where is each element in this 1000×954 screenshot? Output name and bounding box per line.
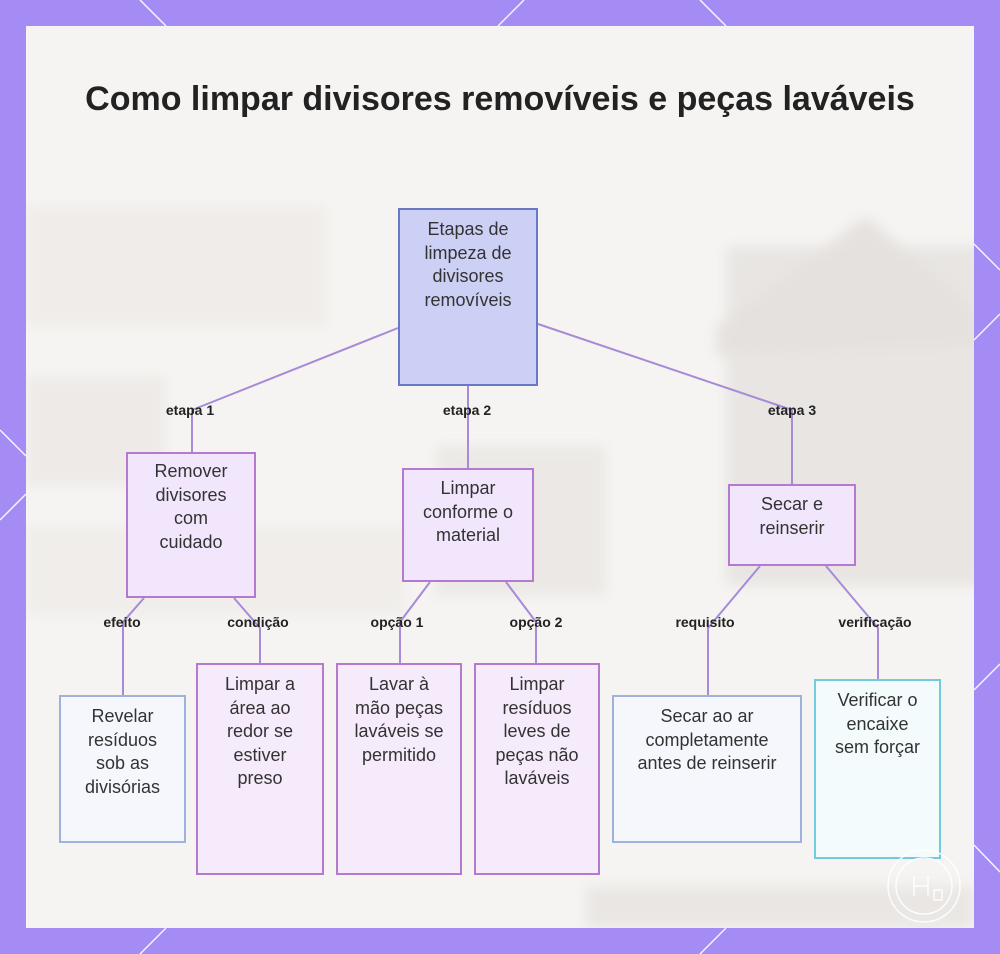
- root-node-label: Etapas de limpeza de divisores removívei…: [424, 219, 512, 310]
- watermark-seal: [887, 849, 961, 923]
- leaf-node-wipe: Limpar resíduos leves de peças não laváv…: [474, 663, 600, 875]
- step-node-clean: Limpar conforme o material: [402, 468, 534, 582]
- edge-label-leaf5: requisito: [675, 614, 735, 630]
- edge-step1-leaf1: [122, 597, 145, 695]
- edge-label-leaf1: efeito: [103, 614, 141, 630]
- root-node: Etapas de limpeza de divisores removívei…: [398, 208, 538, 386]
- edge-label-leaf2: condição: [227, 614, 289, 630]
- edge-label-leaf4: opção 2: [509, 614, 563, 630]
- leaf-node-label: Lavar à mão peças laváveis se permitido: [354, 674, 444, 765]
- step-node-remove: Remover divisores com cuidado: [126, 452, 256, 598]
- edge-label-step1: etapa 1: [165, 402, 215, 418]
- edge-root-step1: [191, 327, 399, 452]
- edge-step1-leaf2: [233, 597, 261, 663]
- edge-label-leaf6: verificação: [838, 614, 912, 630]
- diagram-card: Como limpar divisores removíveis e peças…: [26, 26, 974, 928]
- leaf-node-label: Limpar resíduos leves de peças não laváv…: [495, 674, 579, 788]
- leaf-node-hand-wash: Lavar à mão peças laváveis se permitido: [336, 663, 462, 875]
- leaf-node-air-dry: Secar ao ar completamente antes de reins…: [612, 695, 802, 843]
- connector-lines: [122, 323, 879, 695]
- leaf-node-label: Revelar resíduos sob as divisórias: [84, 706, 161, 797]
- step-node-label: Secar e reinserir: [759, 494, 825, 538]
- edge-label-leaf3: opção 1: [370, 614, 424, 630]
- edge-step2-leaf3: [399, 581, 431, 663]
- step-node-label: Remover divisores com cuidado: [154, 461, 228, 552]
- page-title: Como limpar divisores removíveis e peças…: [85, 80, 915, 118]
- leaf-node-reveal: Revelar resíduos sob as divisórias: [59, 695, 186, 843]
- step-node-dry: Secar e reinserir: [728, 484, 856, 566]
- leaf-node-label: Secar ao ar completamente antes de reins…: [637, 706, 777, 773]
- edge-label-step3: etapa 3: [767, 402, 817, 418]
- leaf-node-clean-area: Limpar a área ao redor se estiver preso: [196, 663, 324, 875]
- leaf-node-label: Verificar o encaixe sem forçar: [834, 690, 921, 757]
- edge-label-step2: etapa 2: [442, 402, 492, 418]
- edge-step3-leaf5: [707, 565, 761, 695]
- leaf-node-label: Limpar a área ao redor se estiver preso: [224, 674, 296, 788]
- step-node-label: Limpar conforme o material: [422, 478, 514, 545]
- leaf-node-check-fit: Verificar o encaixe sem forçar: [814, 679, 941, 859]
- edge-step2-leaf4: [505, 581, 537, 663]
- edge-step3-leaf6: [825, 565, 879, 679]
- edge-root-step3: [537, 323, 793, 484]
